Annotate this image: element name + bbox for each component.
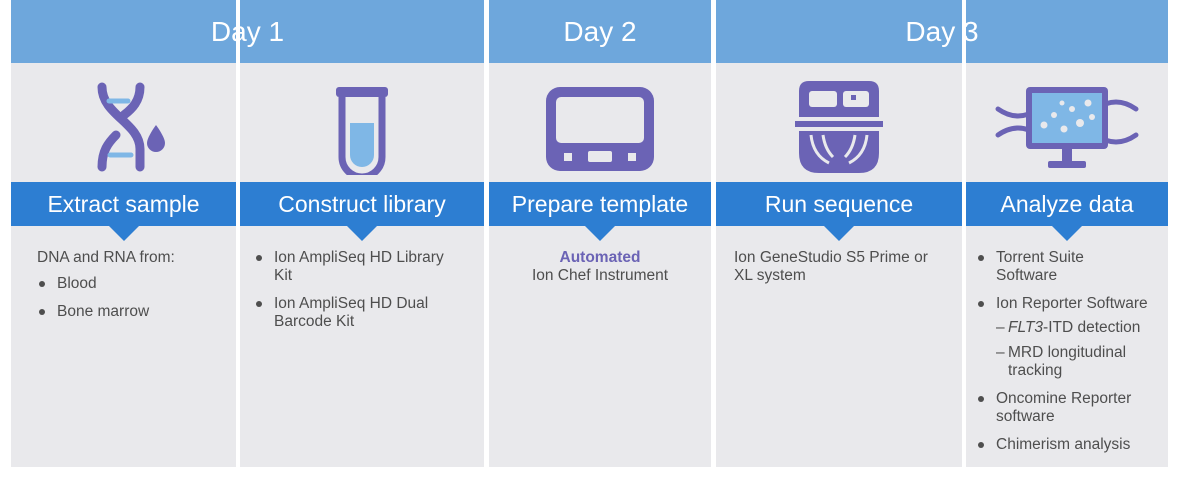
stage-title-analyze-data: Analyze data (966, 182, 1168, 226)
list-item: Oncomine Reporter software (976, 390, 1136, 426)
stage-prepare-template: Prepare template Automated Ion Chef Inst… (489, 63, 711, 467)
sub-list-item: FLT3-ITD detection (996, 319, 1164, 337)
day-3-header: Day 3 (716, 0, 1168, 63)
stage-run-sequence: Run sequence Ion GeneStudio S5 Prime or … (716, 63, 962, 467)
day-3-column: Day 3 (716, 0, 1168, 467)
sub-list-item: MRD longitudinal tracking (996, 344, 1158, 380)
gene-name: FLT3 (1008, 319, 1044, 336)
list-item: Torrent Suite Software (976, 249, 1106, 285)
analyze-content: Torrent Suite Software Ion Reporter Soft… (976, 249, 1164, 464)
template-text: Ion Chef Instrument (531, 267, 669, 284)
stage-analyze-data: Analyze data Torrent Suite Software Ion … (966, 63, 1168, 467)
day-2-column: Day 2 (489, 0, 711, 467)
list-item-label: Ion Reporter Software (996, 295, 1148, 312)
stage-title-construct-library: Construct library (240, 182, 484, 226)
monitor-data-icon (966, 79, 1168, 175)
day-1-column: Day 1 (11, 0, 484, 467)
list-item: Ion AmpliSeq HD Dual Barcode Kit (254, 295, 489, 331)
stage-title-extract-sample: Extract sample (11, 182, 236, 226)
stage-arrow (347, 226, 377, 241)
test-tube-icon (240, 79, 484, 175)
list-item: Ion AmpliSeq HD Library Kit (254, 249, 464, 285)
list-item: Bone marrow (37, 303, 230, 321)
stage-arrow (1052, 226, 1082, 241)
stage-title-run-sequence: Run sequence (716, 182, 962, 226)
dna-drop-icon (11, 79, 236, 175)
list-item: Ion Reporter Software FLT3-ITD detection… (976, 295, 1164, 380)
stage-title-prepare-template: Prepare template (489, 182, 711, 226)
extract-intro: DNA and RNA from: (37, 249, 175, 266)
stage-divider (962, 0, 966, 467)
sequence-content: Ion GeneStudio S5 Prime or XL system (734, 249, 938, 285)
sub-list-item-label: -ITD detection (1043, 319, 1141, 336)
list-item: Blood (37, 275, 230, 293)
stage-extract-sample: Extract sample DNA and RNA from: Blood B… (11, 63, 236, 467)
list-item: Chimerism analysis (976, 436, 1164, 454)
stage-arrow (108, 226, 139, 241)
template-content: Automated Ion Chef Instrument (489, 249, 711, 285)
stage-construct-library: Construct library Ion AmpliSeq HD Librar… (240, 63, 484, 467)
stage-divider (236, 0, 240, 467)
sequence-text: Ion GeneStudio S5 Prime or XL system (734, 249, 928, 284)
stage-arrow (585, 226, 615, 241)
sequencer-icon (716, 79, 962, 175)
instrument-icon (489, 79, 711, 175)
library-content: Ion AmpliSeq HD Library Kit Ion AmpliSeq… (254, 249, 474, 341)
template-highlight: Automated (559, 249, 641, 266)
day-1-header: Day 1 (11, 0, 484, 63)
stage-arrow (824, 226, 854, 241)
extract-content: DNA and RNA from: Blood Bone marrow (37, 249, 230, 331)
day-2-header: Day 2 (489, 0, 711, 63)
